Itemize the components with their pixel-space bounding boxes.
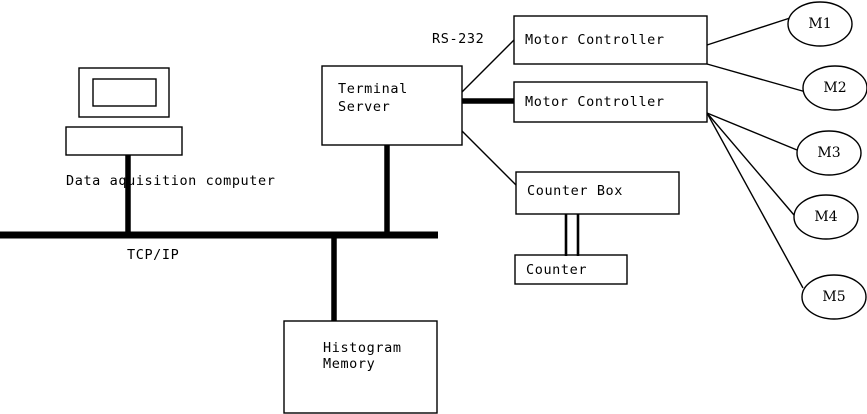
motor-label-m5: M5 xyxy=(822,289,846,305)
motor-controller-2-box xyxy=(513,81,708,123)
link-motor-controller-2-to-m3 xyxy=(706,112,798,151)
motor-ellipse-m4 xyxy=(793,194,859,240)
motor-label-m1: M1 xyxy=(808,16,832,32)
motor-ellipse-m1 xyxy=(787,1,853,47)
motor-label-m2: M2 xyxy=(823,80,847,96)
histogram-memory-box xyxy=(283,320,438,414)
motor-ellipse-m5 xyxy=(801,274,867,320)
terminal-server-box xyxy=(321,65,463,146)
link-motor-controller-1-to-m1 xyxy=(706,17,791,46)
motor-ellipse-m3 xyxy=(796,130,862,176)
counter-box-box xyxy=(515,171,680,215)
motor-ellipse-m2 xyxy=(802,65,867,111)
motor-label-m3: M3 xyxy=(817,145,841,161)
link-motor-controller-2-to-m5 xyxy=(706,112,804,289)
link-motor-controller-1-to-m2 xyxy=(706,63,807,93)
link-terminal-server-to-counter-box xyxy=(461,130,517,186)
motor-controller-1-box xyxy=(513,15,708,65)
tcpip-bus-label: TCP/IP xyxy=(127,247,180,263)
workstation-monitor-screen xyxy=(92,78,157,107)
link-motor-controller-2-to-m4 xyxy=(706,112,795,216)
workstation-base xyxy=(65,126,183,156)
rs232-label: RS-232 xyxy=(432,31,485,47)
workstation-caption: Data aquisition computer xyxy=(66,173,276,189)
counter-box xyxy=(514,254,628,285)
link-terminal-server-to-motor-controller-1 xyxy=(461,39,515,93)
motor-label-m4: M4 xyxy=(814,209,838,225)
